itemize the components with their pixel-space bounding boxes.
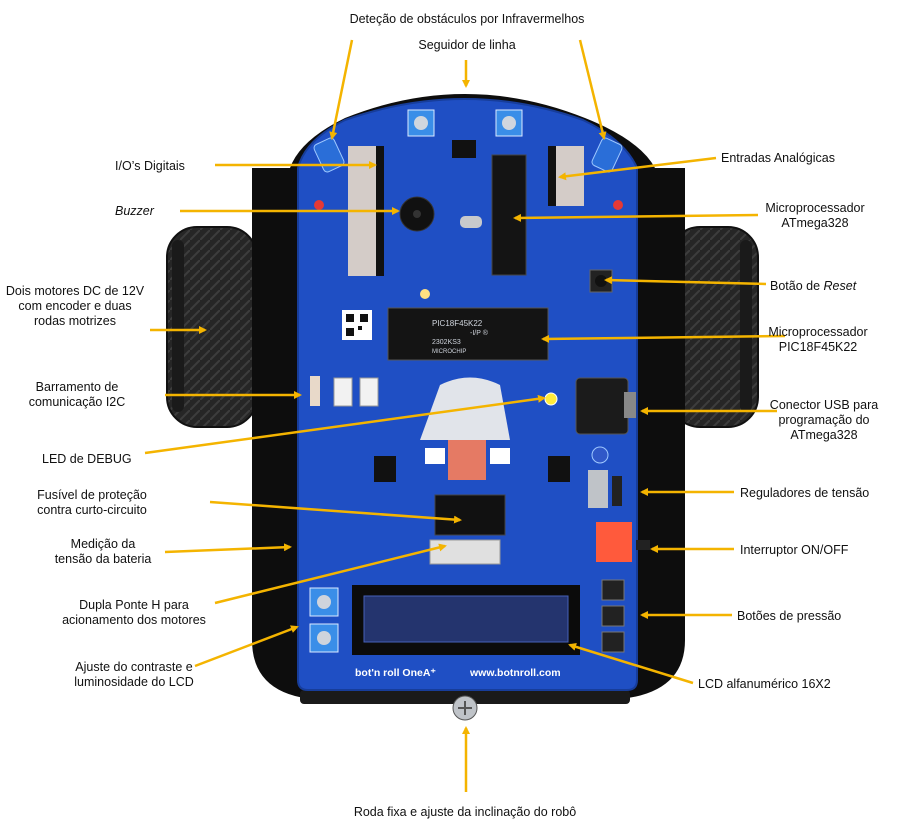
push-button-2 bbox=[601, 605, 625, 627]
label-onoff-switch: Interruptor ON/OFF bbox=[740, 543, 849, 557]
usb-connector-component bbox=[575, 377, 629, 435]
left-wheel bbox=[166, 226, 258, 428]
pic-chip-text-1: PIC18F45K22 bbox=[432, 319, 483, 328]
label-atmega328: Microprocessador ATmega328 bbox=[765, 201, 865, 230]
label-i2c: Barramento de comunicação I2C bbox=[28, 380, 126, 409]
pic-chip-text-3: 2302KS3 bbox=[432, 339, 461, 346]
arrow-pic bbox=[541, 334, 786, 343]
arrow-fuse bbox=[209, 500, 462, 524]
label-fuse: Fusível de proteção contra curto-circuit… bbox=[37, 488, 147, 517]
yellow-led bbox=[420, 289, 430, 299]
h-bridge-component bbox=[429, 539, 501, 565]
arrow-h-bridge bbox=[214, 543, 447, 605]
arrow-battery bbox=[164, 543, 292, 554]
label-buzzer: Buzzer bbox=[115, 204, 154, 218]
i2c-connector-1 bbox=[333, 377, 353, 407]
arrow-ir-right bbox=[578, 39, 607, 140]
label-lcd: LCD alfanumérico 16X2 bbox=[698, 677, 831, 691]
voltage-regulator-component bbox=[588, 470, 608, 508]
annotation-arrows bbox=[144, 39, 786, 792]
label-motors: Dois motores DC de 12V com encoder e dua… bbox=[5, 284, 145, 328]
label-voltage-regulators: Reguladores de tensão bbox=[740, 486, 870, 500]
ic-left-middle bbox=[374, 456, 396, 482]
label-analog-inputs: Entradas Analógicas bbox=[721, 151, 835, 165]
arrow-lcd bbox=[568, 642, 694, 685]
label-line-follower: Seguidor de linha bbox=[418, 38, 516, 52]
onoff-switch-component bbox=[596, 522, 632, 562]
ir-sensor-left bbox=[313, 137, 345, 173]
arrow-ir-left bbox=[329, 39, 354, 140]
pic18f45k22-chip bbox=[387, 307, 549, 361]
red-led-right bbox=[613, 200, 623, 210]
ic-right-middle bbox=[548, 456, 570, 482]
arrow-debug-led bbox=[144, 394, 546, 455]
line-sensor-header bbox=[452, 140, 476, 158]
i2c-connector-2 bbox=[359, 377, 379, 407]
label-usb-connector: Conector USB para programação do ATmega3… bbox=[769, 398, 879, 442]
label-debug-led: LED de DEBUG bbox=[42, 452, 132, 466]
board-site: www.botnroll.com bbox=[469, 667, 561, 679]
arrow-reset bbox=[604, 276, 767, 286]
arrow-atmega bbox=[513, 213, 759, 222]
board-brand: bot'n roll OneA⁺ bbox=[355, 667, 436, 679]
fuse-component bbox=[434, 494, 506, 536]
arrow-analog bbox=[558, 156, 717, 181]
label-battery-measure: Medição da tensão da bateria bbox=[54, 537, 152, 566]
arrow-contrast bbox=[194, 625, 299, 668]
label-lcd-contrast: Ajuste do contraste e luminosidade do LC… bbox=[74, 660, 194, 689]
label-digital-io: I/O’s Digitais bbox=[115, 159, 185, 173]
pic-chip-text-4: MICROCHIP bbox=[432, 349, 466, 355]
label-reset-button: Botão de Reset bbox=[770, 279, 857, 293]
red-led-left bbox=[314, 200, 324, 210]
label-h-bridge: Dupla Ponte H para acionamento dos motor… bbox=[62, 598, 206, 627]
label-ir-detection: Deteção de obstáculos por Infravermelhos bbox=[349, 12, 585, 26]
debug-led-component bbox=[544, 392, 558, 406]
atmega328-chip bbox=[491, 154, 527, 276]
lcd-screen bbox=[363, 595, 569, 643]
pic-chip-text-2: -I/P ® bbox=[470, 329, 489, 337]
label-push-buttons: Botões de pressão bbox=[737, 609, 842, 623]
push-button-1 bbox=[601, 579, 625, 601]
ir-sensor-right bbox=[591, 137, 623, 173]
label-rear-wheel: Roda fixa e ajuste da inclinação do robô bbox=[353, 805, 577, 819]
label-pic18f45k22: Microprocessador PIC18F45K22 bbox=[768, 325, 868, 354]
push-button-3 bbox=[601, 631, 625, 653]
